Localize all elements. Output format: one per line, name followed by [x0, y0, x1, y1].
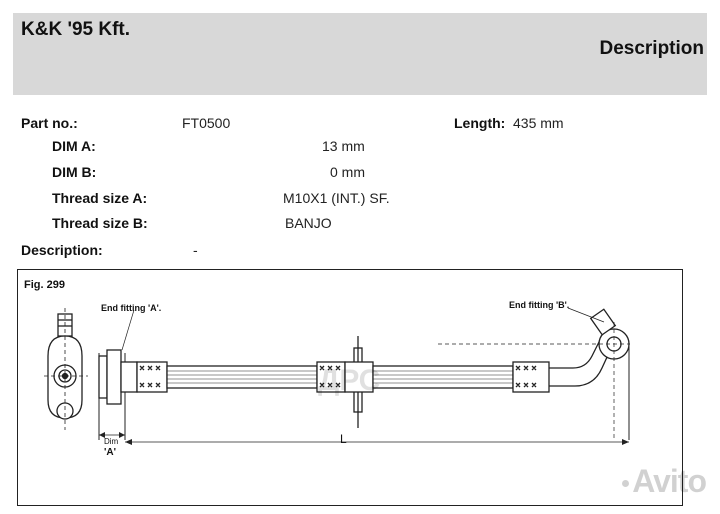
- length-value: 435 mm: [513, 115, 564, 131]
- dim-b-value: 0 mm: [330, 164, 365, 180]
- dim-a-value: 13 mm: [322, 138, 365, 154]
- center-watermark: ДРС: [318, 364, 381, 397]
- technical-drawing-frame: Fig. 299 End fitting 'A'. End fitting 'B…: [17, 269, 683, 506]
- part-no-label: Part no.:: [21, 115, 78, 131]
- dim-a-label: DIM A:: [52, 138, 96, 154]
- brake-hose-drawing: [44, 307, 630, 445]
- length-symbol: L: [340, 432, 347, 446]
- center-bracket: [316, 336, 374, 428]
- description-value: -: [193, 242, 198, 258]
- crimp-b: [512, 361, 550, 393]
- length-label: Length:: [454, 115, 506, 131]
- avito-watermark: Avito: [622, 463, 707, 500]
- end-fitting-b-drawing: [438, 308, 630, 440]
- figure-label: Fig. 299: [24, 279, 65, 291]
- header-band: K&K '95 Kft. Description: [13, 13, 707, 95]
- dim-b-label: DIM B:: [52, 164, 97, 180]
- thread-b-value: BANJO: [285, 215, 332, 231]
- description-label: Description:: [21, 242, 103, 258]
- thread-a-value: M10X1 (INT.) SF.: [283, 190, 390, 206]
- end-fitting-a-drawing: [44, 308, 88, 430]
- end-fitting-b-label: End fitting 'B'.: [509, 300, 570, 310]
- part-no-value: FT0500: [182, 115, 231, 131]
- thread-b-label: Thread size B:: [52, 215, 148, 231]
- end-fitting-a-label: End fitting 'A'.: [101, 303, 162, 313]
- crimp-a: [136, 361, 168, 393]
- dim-label-bottom: 'A': [104, 447, 116, 458]
- section-title: Description: [599, 38, 704, 59]
- avito-logo-icon: [622, 480, 630, 488]
- dim-label-top: Dim: [104, 437, 119, 446]
- brand-name: K&K '95 Kft.: [21, 19, 131, 40]
- thread-a-label: Thread size A:: [52, 190, 148, 206]
- avito-watermark-text: Avito: [632, 463, 707, 499]
